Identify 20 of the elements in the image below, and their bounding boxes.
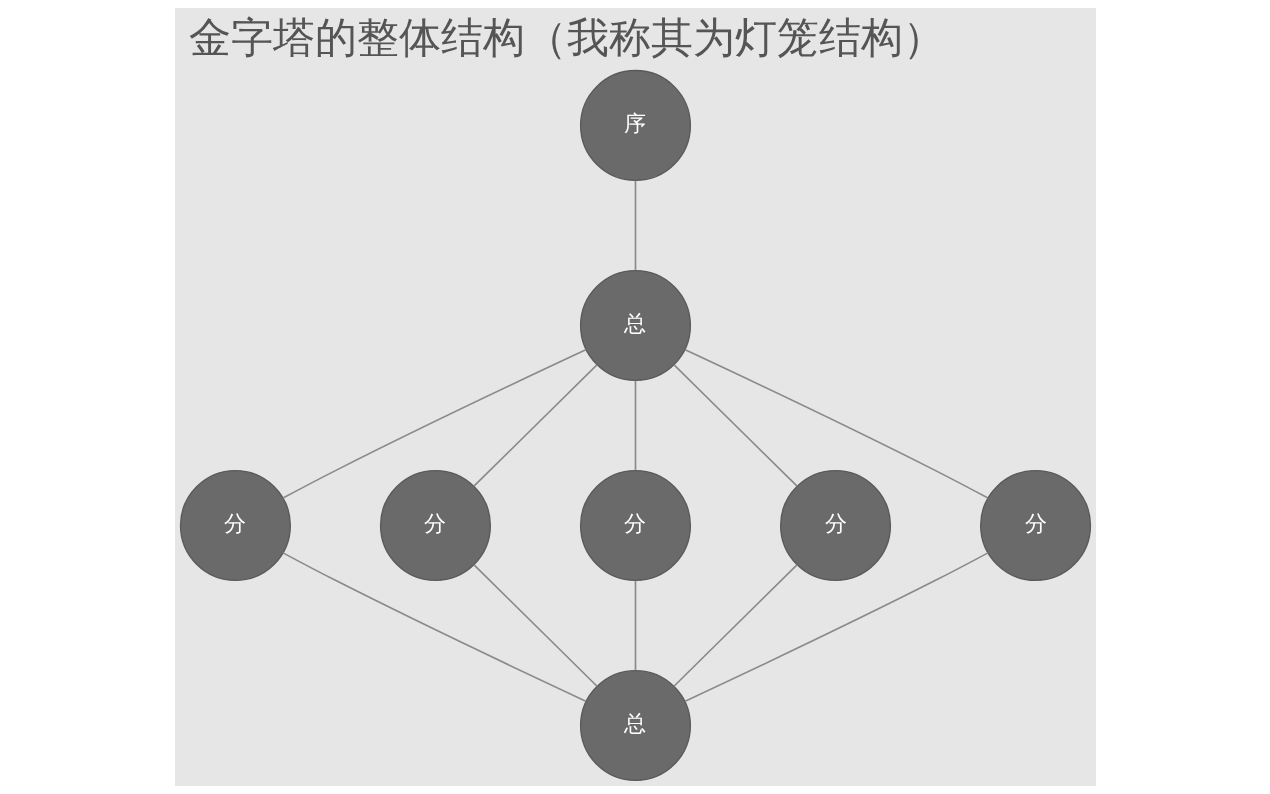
connector — [672, 564, 798, 688]
node-circle: 分 — [179, 469, 291, 582]
node-circle: 分 — [979, 469, 1091, 582]
connector — [634, 579, 636, 672]
connector — [281, 552, 587, 702]
node-circle: 分 — [379, 469, 491, 582]
connector — [683, 552, 989, 702]
connector — [672, 364, 798, 488]
connector — [683, 349, 989, 499]
node-circle: 分 — [779, 469, 891, 582]
connector — [472, 564, 598, 688]
connector — [472, 364, 598, 488]
node-circle: 分 — [579, 469, 691, 582]
node-circle: 总 — [579, 269, 691, 382]
connector — [281, 349, 587, 499]
connector — [634, 179, 636, 272]
connector — [634, 379, 636, 472]
node-circle: 总 — [579, 669, 691, 782]
node-circle: 序 — [579, 69, 691, 181]
diagram-title: 金字塔的整体结构（我称其为灯笼结构） — [188, 13, 945, 63]
